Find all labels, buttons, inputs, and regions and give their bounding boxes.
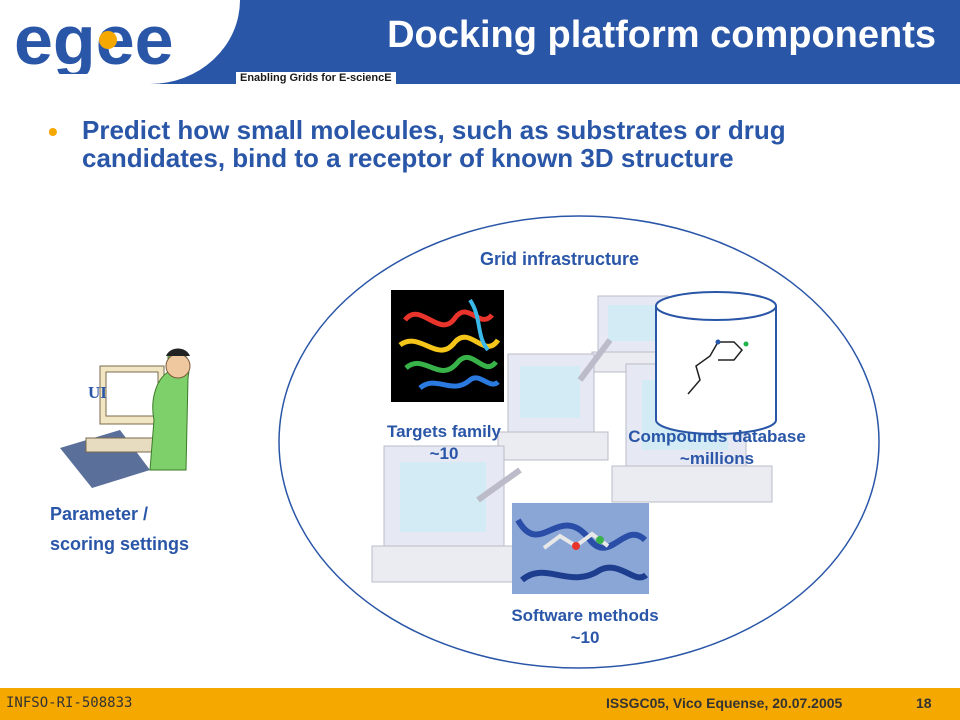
logo-orange-dot — [99, 31, 117, 49]
egee-logo-text: egee — [14, 4, 174, 74]
slide-footer: INFSO-RI-508833 ISSGC05, Vico Equense, 2… — [0, 688, 960, 720]
slide-title: Docking platform components — [387, 14, 936, 56]
computer-icon — [371, 445, 521, 583]
computer-icon — [497, 353, 609, 461]
page-number: 18 — [916, 695, 932, 711]
parameter-scoring-line1: Parameter / — [50, 504, 149, 524]
header-tagline: Enabling Grids for E-sciencE — [236, 72, 396, 84]
bullet-dot-icon: • — [48, 116, 58, 147]
software-methods-line2: ~10 — [570, 628, 600, 647]
protein-structure-image — [391, 290, 504, 402]
bullet-text: Predict how small molecules, such as sub… — [82, 115, 786, 173]
grid-infrastructure-label: Grid infrastructure — [480, 249, 640, 269]
docking-diagram — [60, 215, 880, 669]
compounds-database-line2: ~millions — [679, 449, 755, 468]
targets-family-label: Targets family ~10 — [372, 421, 516, 465]
database-cylinder-icon — [655, 291, 777, 435]
user-workstation-illustration — [60, 348, 191, 488]
footer-project-id: INFSO-RI-508833 — [6, 695, 133, 711]
parameter-scoring-label: Parameter / scoring settings — [50, 499, 189, 559]
compounds-database-line1: Compounds database — [628, 427, 806, 446]
grid-ellipse — [278, 215, 880, 669]
slide-header: egee Enabling Grids for E-sciencE Dockin… — [0, 0, 960, 90]
software-methods-label: Software methods ~10 — [490, 605, 680, 649]
egee-logo: egee — [14, 4, 174, 74]
compounds-database-label: Compounds database ~millions — [604, 426, 830, 470]
footer-event: ISSGC05, Vico Equense, 20.07.2005 — [606, 695, 843, 711]
parameter-scoring-line2: scoring settings — [50, 534, 190, 554]
ui-label: UI — [88, 383, 107, 402]
grid-computers — [371, 295, 773, 583]
targets-family-line1: Targets family — [386, 422, 501, 441]
software-methods-line1: Software methods — [511, 606, 659, 625]
targets-family-line2: ~10 — [429, 444, 459, 463]
docking-software-image — [512, 503, 649, 594]
